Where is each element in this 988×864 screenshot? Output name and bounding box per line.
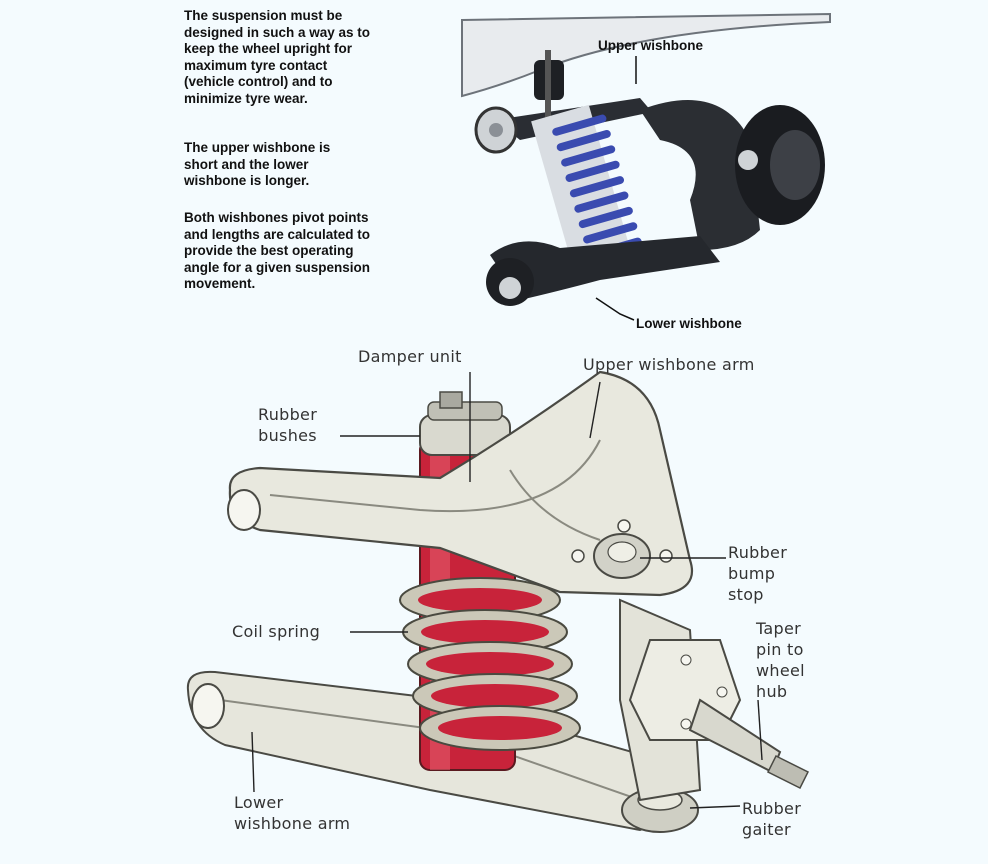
label-upper-wishbone: Upper wishbone (598, 38, 703, 53)
label-lower-wishbone-arm: Lower wishbone arm (234, 792, 350, 834)
damper-nut (440, 392, 462, 408)
label-taper-pin: Taper pin to wheel hub (756, 618, 805, 702)
label-rubber-gaiter: Rubber gaiter (742, 798, 801, 840)
intro-paragraph-1: The suspension must be designed in such … (184, 8, 370, 108)
label-damper-unit: Damper unit (358, 346, 462, 367)
label-rubber-bushes: Rubber bushes (258, 404, 317, 446)
label-rubber-bump-stop: Rubber bump stop (728, 542, 787, 605)
intro-paragraph-3: Both wishbones pivot points and lengths … (184, 210, 370, 293)
coil-spring-shape (400, 578, 580, 750)
lower-arm-bush (192, 684, 224, 728)
intro-paragraph-2: The upper wishbone is short and the lowe… (184, 140, 330, 190)
upper-arm-bush (228, 490, 260, 530)
label-lower-wishbone: Lower wishbone (636, 316, 742, 331)
label-coil-spring: Coil spring (232, 621, 320, 642)
label-upper-wishbone-arm: Upper wishbone arm (583, 354, 755, 375)
